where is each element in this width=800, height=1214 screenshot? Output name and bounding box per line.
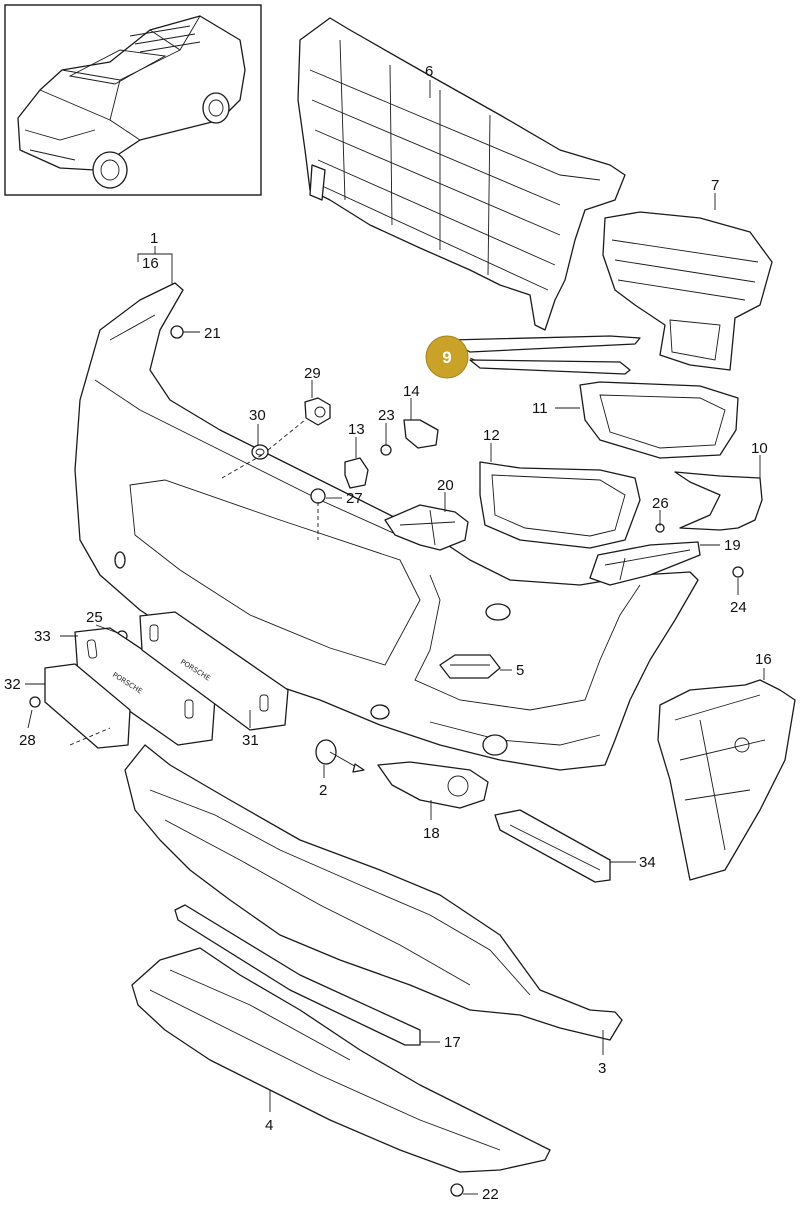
lower-bracket — [494, 809, 611, 883]
underbody-panel — [131, 947, 551, 1173]
callout-31: 31 — [242, 732, 259, 749]
trim-strips — [449, 335, 641, 375]
callout-20: 20 — [437, 477, 454, 494]
callout-16: 16 — [142, 255, 159, 272]
fasteners — [29, 325, 744, 1197]
highlight-callout-9[interactable]: 9 — [425, 335, 469, 379]
sensor-ring — [251, 444, 269, 460]
callout-labels: 1 16 21 6 7 29 30 14 23 13 11 12 10 27 2… — [4, 63, 772, 1203]
highlight-label: 9 — [442, 348, 451, 367]
side-grille — [602, 211, 773, 371]
callout-25: 25 — [86, 609, 103, 626]
callout-4: 4 — [265, 1117, 273, 1134]
callout-13: 13 — [348, 421, 365, 438]
bumper-cover — [74, 282, 699, 771]
callout-21: 21 — [204, 325, 221, 342]
callout-17: 17 — [444, 1034, 461, 1051]
callout-32: 32 — [4, 676, 21, 693]
side-bracket — [589, 541, 701, 586]
highlight-marker[interactable] — [425, 335, 469, 379]
callout-1: 1 — [150, 230, 158, 247]
callout-19: 19 — [724, 537, 741, 554]
callout-29: 29 — [304, 365, 321, 382]
callout-3: 3 — [598, 1060, 606, 1077]
fog-lamp-bezel — [377, 761, 489, 809]
leader-lines — [25, 80, 765, 1195]
callout-33: 33 — [34, 628, 51, 645]
callout-26: 26 — [652, 495, 669, 512]
callout-6: 6 — [425, 63, 433, 80]
callout-23: 23 — [378, 407, 395, 424]
callout-11: 11 — [532, 400, 548, 417]
side-trim — [674, 471, 763, 531]
tow-eye-cap — [315, 739, 365, 773]
carrier-plate: PORSCHE — [139, 611, 289, 731]
callout-28: 28 — [19, 732, 36, 749]
callout-16-side: 16 — [755, 651, 772, 668]
callout-7: 7 — [711, 177, 719, 194]
callout-27: 27 — [346, 490, 363, 507]
fog-grille-insert — [439, 654, 501, 679]
inner-frame — [479, 461, 641, 549]
vehicle-thumbnail — [4, 4, 262, 196]
mount-bracket — [384, 504, 469, 551]
callout-34: 34 — [639, 854, 656, 871]
callout-30: 30 — [249, 407, 266, 424]
callout-12: 12 — [483, 427, 500, 444]
lower-strip — [174, 904, 421, 1046]
retaining-clip — [403, 419, 439, 449]
callout-10: 10 — [751, 440, 768, 457]
clip-bracket — [344, 457, 369, 489]
plate-frame — [44, 663, 131, 749]
callout-2: 2 — [319, 782, 327, 799]
callout-24: 24 — [730, 599, 747, 616]
callout-22: 22 — [482, 1186, 499, 1203]
side-support — [657, 679, 796, 881]
callout-14: 14 — [403, 383, 420, 400]
bezel-frame — [579, 381, 739, 459]
callout-5: 5 — [516, 662, 524, 679]
parking-sensor — [304, 397, 331, 426]
upper-grille-carrier — [297, 17, 626, 331]
lower-spoiler — [124, 744, 623, 1041]
callout-18: 18 — [423, 825, 440, 842]
